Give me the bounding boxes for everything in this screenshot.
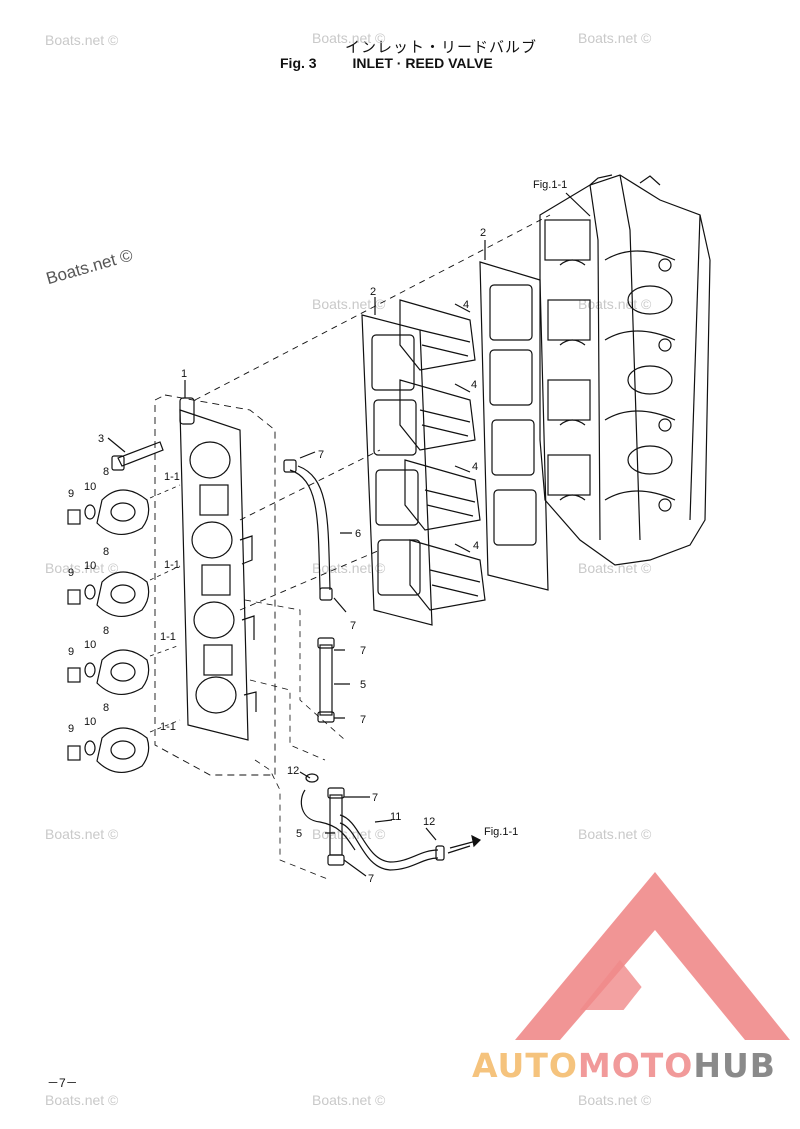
callout-part-1-1: 1-1 [160, 631, 176, 643]
alignment-line [149, 484, 181, 733]
alignment-line [194, 214, 551, 611]
gasket-rear-drawing [479, 261, 549, 591]
watermark: Boats.net © [312, 296, 386, 312]
callout-part-9: 9 [68, 646, 74, 658]
autmotohub-logo: AUTOMOTOHUB [472, 1046, 776, 1085]
autmotohub-logo-mark [515, 872, 790, 1040]
title-japanese: インレット・リードバルブ [345, 38, 538, 56]
logo-text-hub: HUB [693, 1046, 776, 1085]
callout-part-7: 7 [360, 645, 366, 657]
watermark: Boats.net © [312, 30, 386, 46]
figure-title: INLET · REED VALVE [352, 55, 493, 71]
callout-part-2: 2 [480, 227, 486, 239]
callout-part-7: 7 [350, 620, 356, 632]
intake-manifold-drawing [179, 397, 257, 741]
watermark: Boats.net © [578, 560, 652, 576]
arrow-head [471, 834, 482, 848]
callout-part-11: 11 [390, 811, 401, 823]
callout-part-8: 8 [103, 702, 109, 714]
watermark: Boats.net © [45, 826, 119, 842]
watermark: Boats.net © [45, 32, 119, 48]
figure-number: Fig. 3 [280, 55, 317, 71]
logo-text-moto: MOTO [577, 1046, 694, 1085]
callout-part-8: 8 [103, 466, 109, 478]
callout-part-1-1: 1-1 [160, 721, 176, 733]
callout-part-4: 4 [473, 540, 479, 552]
callout-part-10: 10 [84, 716, 96, 728]
reed-valve-drawing [399, 299, 486, 611]
leader-line [299, 771, 471, 877]
callout-part-1-1: 1-1 [164, 559, 180, 571]
callout-part-4: 4 [471, 379, 477, 391]
watermark: Boats.net © [578, 826, 652, 842]
watermark: Boats.net © [45, 1092, 119, 1108]
callout-part-8: 8 [103, 625, 109, 637]
routing-line [244, 599, 346, 881]
callout-part-5: 5 [296, 828, 302, 840]
hose-drawing [300, 773, 445, 871]
callout-part-6: 6 [355, 528, 361, 540]
callout-part-12: 12 [287, 765, 299, 777]
engine-block-drawing [539, 174, 711, 566]
callout-part-1-1: 1-1 [164, 471, 180, 483]
watermark: Boats.net © [578, 1092, 652, 1108]
page-number: －7－ [47, 1076, 78, 1090]
watermark: Boats.net © [578, 30, 652, 46]
callout-part-5: 5 [360, 679, 366, 691]
callout-part-9: 9 [68, 723, 74, 735]
gasket-front-drawing [361, 314, 433, 626]
watermark: Boats.net © [312, 1092, 386, 1108]
callout-part-7: 7 [368, 873, 374, 885]
leader-line [107, 437, 126, 453]
watermark: Boats.net © [312, 560, 386, 576]
callout-part-2: 2 [370, 286, 376, 298]
callout-part-7: 7 [360, 714, 366, 726]
callout-part-10: 10 [84, 639, 96, 651]
hose-drawing [283, 459, 333, 601]
callout-part-4: 4 [463, 299, 469, 311]
callout-part-4: 4 [472, 461, 478, 473]
leader-line [299, 451, 352, 613]
logo-text-auto: AUTO [472, 1046, 578, 1085]
leader-line [334, 649, 350, 719]
callout-part-10: 10 [84, 560, 96, 572]
manifold-bounding-box [154, 394, 276, 776]
callout-part-8: 8 [103, 546, 109, 558]
callout-part-10: 10 [84, 481, 96, 493]
leader-line [565, 192, 591, 217]
callout-part-9: 9 [68, 567, 74, 579]
flange-gasket-drawing [96, 489, 150, 773]
callout-part-9: 9 [68, 488, 74, 500]
callout-part-1: 1 [181, 368, 187, 380]
callout-part-12: 12 [423, 816, 435, 828]
washer-nut-drawing [67, 504, 96, 761]
page-title: Fig. 3 INLET · REED VALVE [280, 55, 493, 71]
figure-reference-label: Fig.1-1 [533, 179, 567, 191]
watermark: Boats.net © [45, 560, 119, 576]
leader-line [454, 303, 471, 553]
bolt-drawing [111, 441, 164, 471]
callout-part-7: 7 [318, 449, 324, 461]
hose-drawing [317, 637, 335, 723]
figure-reference-label: Fig.1-1 [484, 826, 518, 838]
callout-part-7: 7 [372, 792, 378, 804]
callout-part-3: 3 [98, 433, 104, 445]
